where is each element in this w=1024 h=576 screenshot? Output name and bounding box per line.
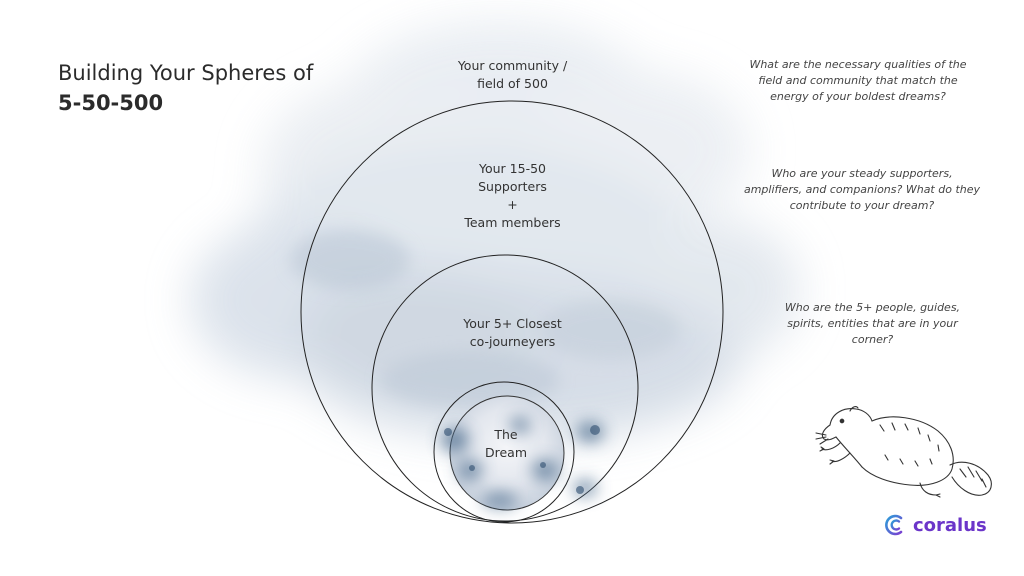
middle-label-line-3: + [507,197,518,213]
question-supporters: Who are your steady supporters, amplifie… [743,167,981,212]
middle-label-line-1: Your 15-50 [479,161,546,176]
inner-sphere [433,381,575,523]
middle-sphere [371,254,639,522]
beaver-illustration [815,406,992,498]
outer-sphere [300,100,724,524]
title-line-1: Building Your Spheres of [58,61,314,85]
inner-label-line-2: co-journeyers [469,334,556,350]
inner-label-line-1: Your 5+ Closest [463,316,562,331]
outer-label-line-2: field of 500 [477,76,548,92]
middle-sphere-label: Your 15-50 Supporters + Team members [430,160,595,233]
middle-label-line-2: Supporters [478,179,547,195]
outer-sphere-label: Your community / field of 500 [420,57,605,93]
outer-label-line-1: Your community / [457,58,568,73]
slide-title: Building Your Spheres of 5-50-500 [58,60,378,117]
core-label-line-2: Dream [484,445,528,461]
question-field: What are the necessary qualities of the … [749,58,967,103]
core-sphere-label: The Dream [466,426,546,462]
coralus-logo: coralus [884,512,987,538]
coralus-wordmark: coralus [913,514,987,536]
core-label-line-1: The [494,427,518,442]
moon-illustration [441,395,604,511]
inner-sphere-label: Your 5+ Closest co-journeyers [430,315,595,351]
question-closest: Who are the 5+ people, guides, spirits, … [784,301,961,346]
coralus-logo-icon [885,514,903,536]
title-line-2: 5-50-500 [58,91,164,116]
middle-label-line-4: Team members [464,215,561,231]
